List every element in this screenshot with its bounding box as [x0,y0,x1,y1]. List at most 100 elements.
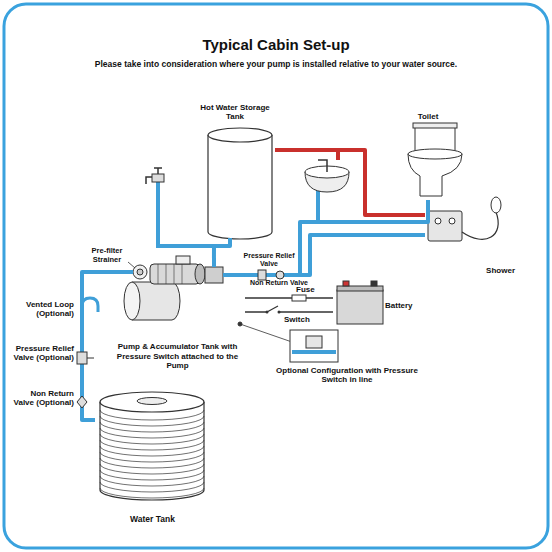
fuse-symbol [292,295,306,301]
shower-drawing [435,218,441,224]
switch-symbol [278,311,281,314]
water-tank-drawing [100,488,204,498]
frame [4,4,548,548]
water-tank-drawing [100,392,204,500]
pump-drawing [133,265,147,279]
switch-symbol [267,306,278,312]
water-tank-drawing [100,476,204,486]
pump-drawing [124,282,140,320]
shower-drawing [491,197,501,213]
hot-water-pipe [275,150,425,215]
water-tank-drawing [100,434,204,444]
relief-valve-symbol [87,358,94,359]
component-label: Fuse [296,285,336,294]
pump-drawing [150,264,200,284]
inset-label: Optional Configuration with Pressure Swi… [272,366,422,384]
pipe-stub [223,273,245,277]
battery-drawing [337,286,383,291]
node-label: Pump & Accumulator Tank with Pressure Sw… [114,342,242,370]
water-tank-drawing [100,458,204,468]
shower-drawing [462,212,498,239]
cold-water-pipe [82,272,110,420]
relief-valve-symbol [77,270,266,364]
power-wire [245,297,333,298]
valve-label: Pressure Relief Valve [240,252,298,268]
pipe-stub [110,270,133,274]
inset-pressure-switch [238,322,242,326]
leader-line [128,262,135,268]
shower-drawing [428,211,462,241]
water-tank-drawing [100,402,204,500]
pump-drawing [195,264,205,284]
toilet-drawing [408,123,462,196]
tap-drawing [146,168,164,184]
cold-water-pipe [214,238,230,258]
water-tank-drawing [100,392,204,412]
node-label: Shower [486,266,515,275]
tap-drawing [152,174,164,182]
pipe-stub [212,258,216,267]
callout-label: Pressure Relief Valve (Optional) [12,344,74,362]
battery: Battery [333,278,423,333]
relief-valve-symbol [258,270,266,280]
node-label: Water Tank [130,515,175,525]
power-wire [245,311,333,312]
water-tank-drawing [100,410,204,498]
water-tank-drawing [100,452,204,462]
battery-drawing [343,281,349,286]
water-tank-drawing [100,416,204,426]
hot-water-tank-drawing [208,128,272,142]
water-tank-drawing [100,428,204,438]
water-tank-drawing [100,470,204,480]
shower-drawing [428,197,501,241]
pump-drawing [158,264,182,284]
water-tank-drawing [137,398,167,405]
pump-drawing [137,269,143,275]
inset-pressure-switch [306,336,322,348]
node-label: Battery [385,301,413,310]
shower: Shower [425,205,515,275]
pipe-stub [316,190,320,222]
toilet-drawing [408,149,462,159]
battery-drawing [371,281,377,286]
callout-label: Non Return Valve (Optional) [12,389,74,407]
non-return-valve-symbol [77,396,87,408]
non-return-valve-symbol [276,271,284,279]
tap-drawing [146,177,152,184]
node-label: Hot Water Storage Tank [195,103,275,121]
water-tank-drawing [100,464,204,474]
inset-pressure-switch [238,322,338,362]
toilet-drawing [415,126,455,152]
battery-drawing [337,290,383,324]
node-label: Toilet [418,112,439,121]
non-return-valve-symbol [77,271,284,408]
inset-pressure-switch [290,330,338,362]
sink-drawing [305,160,349,192]
pump-drawing [176,256,190,264]
callout-label: Vented Loop (Optional) [16,300,74,318]
hot-water-tank-drawing [208,128,272,239]
sink-drawing [318,160,327,172]
water-tank-drawing [100,482,204,492]
battery-drawing [337,281,383,324]
pump-drawing [205,267,223,283]
pump-drawing [124,256,223,320]
pipe-stub [158,182,214,246]
shower-drawing [449,218,455,224]
hot-water-tank: Hot Water Storage Tank [195,103,275,238]
hot-water-tank-drawing [208,135,272,239]
water-tank: Water Tank [95,385,210,525]
toilet-drawing [413,123,457,128]
water-tank-drawing [100,422,204,432]
switch-symbol [266,306,281,315]
tap-drawing [154,168,162,174]
water-tank-drawing [100,446,204,456]
toilet-drawing [408,154,462,196]
vented-loop-symbol [82,298,98,318]
pump-accumulator: Pump & Accumulator Tank with Pressure Sw… [110,258,245,370]
callout-label: Pre-filter Strainer [84,247,130,264]
relief-valve-symbol [77,352,87,364]
subtitle: Please take into consideration where you… [16,60,536,70]
component-label: Switch [284,315,324,324]
